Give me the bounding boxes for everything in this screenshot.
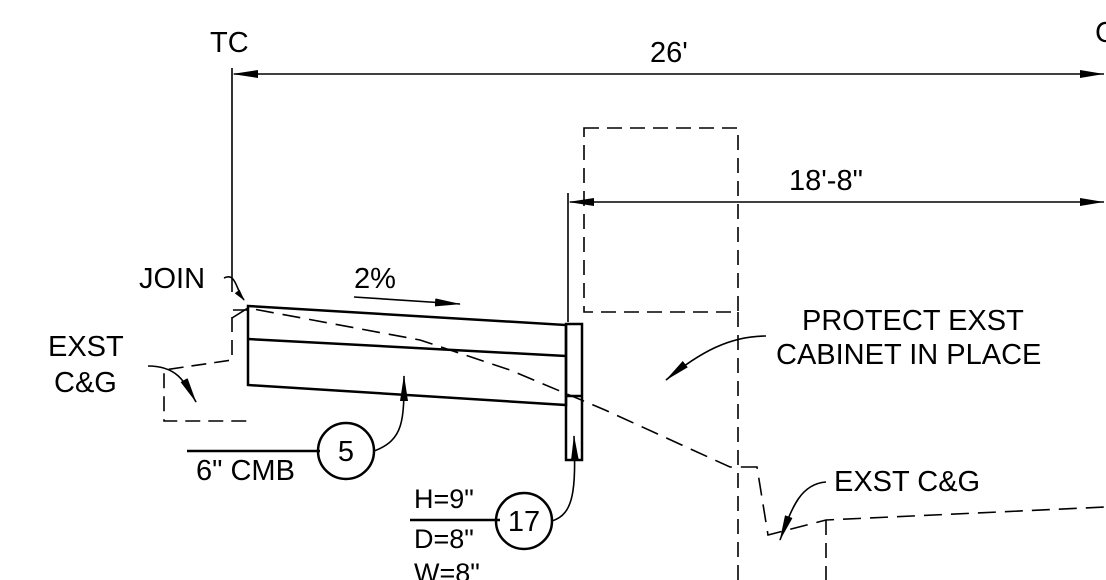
protect-label-line1: PROTECT EXST — [802, 305, 1024, 337]
proposed-pavement-section — [246, 304, 568, 407]
slope-arrow — [353, 296, 461, 307]
exst-cg-right-leader — [779, 481, 827, 541]
exst-cg-left-leader — [147, 365, 197, 403]
dimension-arrow-left-icon — [232, 70, 258, 78]
exst-cg-left-label-line1: EXST — [48, 331, 124, 363]
dimension-arrow-left-icon — [568, 198, 594, 206]
base-material-label: 6" CMB — [196, 455, 295, 487]
existing-cabinet-outline — [583, 127, 739, 313]
dimension-18ft8in-label: 18'-8" — [789, 165, 863, 197]
exst-cg-left-label-line2: C&G — [54, 367, 117, 399]
curb-depth-label: D=8" — [414, 524, 474, 554]
curb-width-label: W=8" — [414, 558, 480, 580]
pavement-base-interface — [247, 337, 567, 358]
callout-5-leader — [373, 375, 408, 452]
callout-5-number: 5 — [338, 436, 354, 468]
callout-17-leader — [551, 435, 579, 522]
exst-cg-right-label: EXST C&G — [834, 466, 980, 498]
curb-height-label: H=9" — [414, 484, 474, 514]
callout-17-number: 17 — [508, 506, 540, 538]
existing-curb-gutter-left — [163, 309, 248, 422]
tc-label: TC — [210, 27, 249, 59]
dimension-arrow-right-icon — [1080, 198, 1104, 206]
protect-label-line2: CABINET IN PLACE — [776, 339, 1041, 371]
join-leader — [223, 276, 245, 301]
slope-label: 2% — [354, 263, 396, 295]
centerline-label: C — [1095, 17, 1106, 49]
dimension-26ft-label: 26' — [650, 37, 688, 69]
protect-leader — [665, 335, 767, 381]
existing-ground-profile — [231, 307, 1106, 536]
dimension-arrow-right-icon — [1080, 70, 1104, 78]
join-label: JOIN — [139, 263, 205, 295]
